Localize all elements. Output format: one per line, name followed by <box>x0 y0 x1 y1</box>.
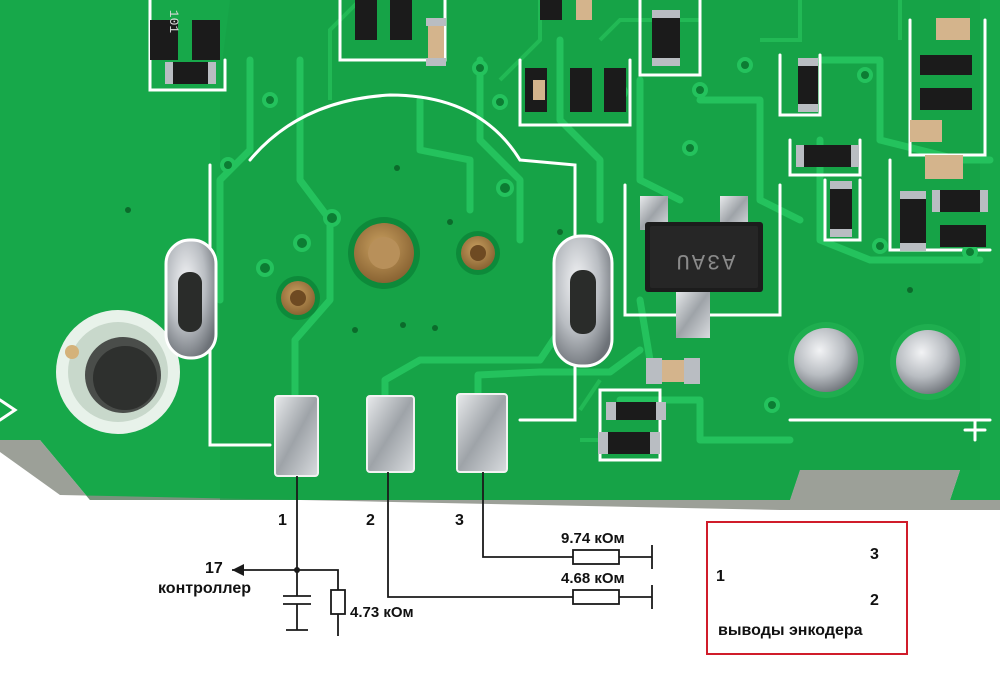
controller-arrow <box>232 564 244 576</box>
encoder-mount-slot-right <box>552 234 614 368</box>
legend-caption: выводы энкодера <box>718 622 863 639</box>
pcb-traces-thin <box>328 0 902 442</box>
legend-pin-2: 2 <box>870 592 879 609</box>
legend-pin-3: 3 <box>870 546 879 563</box>
smd-marking: 101 <box>166 9 182 34</box>
encoder-through-holes <box>276 217 500 320</box>
encoder-mount-slot-left <box>164 238 218 360</box>
pcb-small-holes <box>125 165 913 333</box>
resistor-symbol-pin1 <box>330 589 346 615</box>
encoder-pin-pads <box>274 393 508 477</box>
chip-marking: A3AU <box>674 248 736 274</box>
pin-label-2: 2 <box>366 512 375 529</box>
controller-label: контроллер <box>158 580 252 597</box>
smd-components <box>150 0 988 454</box>
mounting-hole <box>56 310 180 434</box>
pin-label-3: 3 <box>455 512 464 529</box>
resistor-symbol-pin2 <box>572 589 620 605</box>
legend-pin-1: 1 <box>716 568 725 585</box>
resistor-symbol-pin3 <box>572 549 620 565</box>
junction-dot <box>294 567 300 573</box>
sot23-chip <box>640 196 763 338</box>
resistor-value-pin2: 4.68 кОм <box>561 570 625 587</box>
resistor-value-pin3: 9.74 кОм <box>561 530 625 547</box>
resistor-value-pin1: 4.73 кОм <box>350 604 414 621</box>
controller-pin-number: 17 <box>205 560 223 577</box>
solder-blobs <box>788 322 966 400</box>
pin-label-1: 1 <box>278 512 287 529</box>
encoder-pinout-legend <box>706 521 908 655</box>
